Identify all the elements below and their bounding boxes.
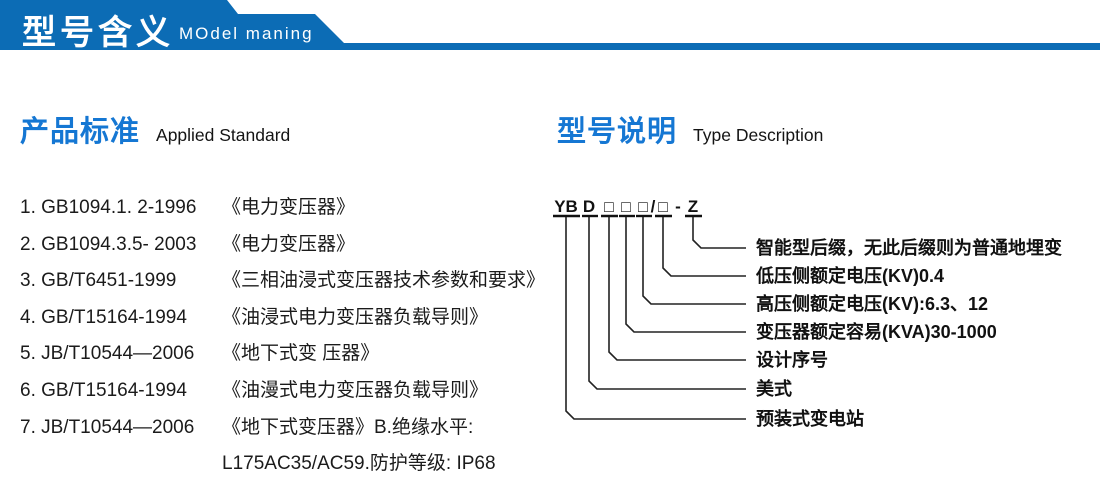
code-dash: - — [675, 197, 681, 216]
standard-title: 《地下式变压器》B.绝缘水平: — [222, 416, 474, 438]
standard-row: 4. GB/T15164-1994 《油浸式电力变压器负载导则》 — [20, 300, 560, 337]
standard-row: 7. JB/T10544—2006 《地下式变压器》B.绝缘水平: — [20, 410, 560, 447]
applied-standard-heading-en: Applied Standard — [156, 125, 291, 145]
type-description-heading-en: Type Description — [693, 125, 824, 145]
label-hv-voltage: 高压侧额定电压(KV):6.3、12 — [756, 293, 988, 314]
standard-code: 5. JB/T10544—2006 — [20, 343, 195, 365]
standard-title: 《油浸式电力变压器负载导则》 — [222, 306, 489, 328]
applied-standard-heading: 产品标准 Applied Standard — [20, 108, 290, 150]
standard-code: 1. GB1094.1. 2-1996 — [20, 197, 197, 218]
standard-title: 《电力变压器》 — [222, 233, 356, 255]
label-american-style: 美式 — [756, 378, 792, 399]
connector-prefix — [565, 217, 746, 420]
applied-standard-heading-zh: 产品标准 — [20, 116, 141, 148]
page-title: 型号含义 — [22, 14, 174, 52]
connector-suffix — [692, 217, 746, 249]
code-square-1: □ — [604, 199, 614, 216]
code-slash: / — [651, 197, 656, 216]
standard-title: 《电力变压器》 — [222, 197, 356, 218]
page-subtitle: MOdel maning — [179, 24, 314, 43]
type-description-heading: 型号说明 Type Description — [557, 108, 823, 150]
standard-code: 2. GB1094.3.5- 2003 — [20, 233, 197, 255]
standard-title: 《三相油浸式变压器技术参数和要求》 — [222, 270, 546, 292]
standard-row: 2. GB1094.3.5- 2003 《电力变压器》 — [20, 227, 560, 264]
standard-row: 3. GB/T6451-1999 《三相油浸式变压器技术参数和要求》 — [20, 263, 560, 300]
connector-square-3 — [642, 217, 746, 305]
label-smart-suffix: 智能型后缀，无此后缀则为普通地埋变 — [756, 237, 1062, 258]
standard-code: 6. GB/T15164-1994 — [20, 379, 187, 401]
standard-row: 5. JB/T10544—2006 《地下式变 压器》 — [20, 336, 560, 373]
label-rated-capacity: 变压器额定容易(KVA)30-1000 — [756, 321, 997, 342]
standard-title: 《地下式变 压器》 — [222, 343, 380, 365]
connector-square-1 — [608, 217, 746, 361]
code-series: D — [583, 197, 595, 216]
standard-title: 《油漫式电力变压器负载导则》 — [222, 379, 489, 401]
code-suffix: Z — [688, 197, 698, 216]
standard-code: 4. GB/T15164-1994 — [20, 306, 187, 328]
label-prefab-substation: 预装式变电站 — [756, 408, 864, 429]
connector-square-4 — [662, 217, 746, 277]
standard-continuation-row: L175AC35/AC59.防护等级: IP68 — [20, 446, 560, 483]
code-prefix: YB — [554, 197, 578, 216]
code-square-3: □ — [638, 199, 648, 216]
standards-list: 1. GB1094.1. 2-1996 《电力变压器》 2. GB1094.3.… — [20, 190, 560, 483]
label-design-serial: 设计序号 — [756, 349, 828, 370]
standard-continuation: L175AC35/AC59.防护等级: IP68 — [222, 453, 496, 475]
standard-row: 1. GB1094.1. 2-1996 《电力变压器》 — [20, 190, 560, 227]
connector-series — [588, 217, 746, 390]
connector-square-2 — [625, 217, 746, 333]
standard-code: 3. GB/T6451-1999 — [20, 270, 177, 292]
type-description-heading-zh: 型号说明 — [557, 116, 678, 148]
code-square-2: □ — [621, 199, 631, 216]
code-square-4: □ — [658, 199, 668, 216]
standard-row: 6. GB/T15164-1994 《油漫式电力变压器负载导则》 — [20, 373, 560, 410]
standard-code: 7. JB/T10544—2006 — [20, 416, 195, 438]
label-lv-voltage: 低压侧额定电压(KV)0.4 — [755, 265, 944, 286]
